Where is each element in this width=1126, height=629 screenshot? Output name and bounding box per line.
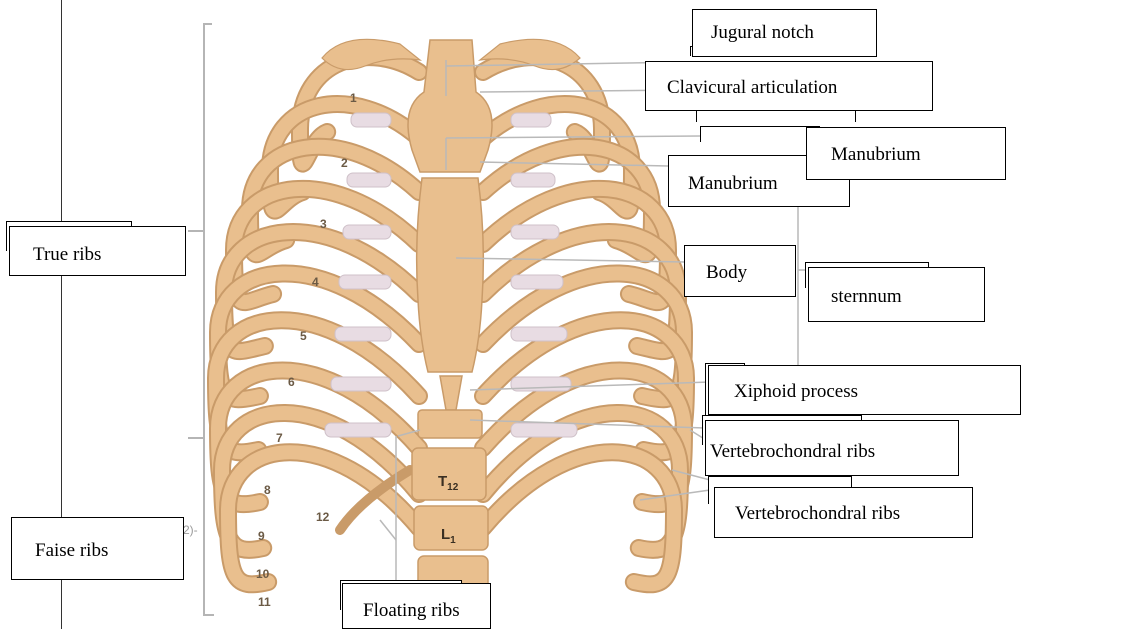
rib-number-7: 7 — [276, 431, 283, 445]
rib-number-10: 10 — [256, 567, 270, 581]
sternum-label: sternnum — [808, 267, 985, 322]
cartilage-segment — [335, 327, 391, 341]
body-label: Body — [684, 245, 796, 297]
cartilage-segment — [511, 113, 551, 127]
vertebral-column — [412, 410, 488, 596]
sternal-body — [417, 178, 484, 372]
cartilage-segment — [347, 173, 391, 187]
xiphoid-bone — [440, 376, 462, 410]
rib-number-4: 4 — [312, 275, 319, 289]
rib-number-8: 8 — [264, 483, 271, 497]
floating-ribs-label: Floating ribs — [342, 583, 491, 629]
sternum-bone — [408, 40, 492, 410]
vertebrochondral-label-b: Vertebrochondral ribs — [714, 487, 973, 538]
cartilage-segment — [511, 327, 567, 341]
manubrium-label-upper: Manubrium — [806, 127, 1006, 180]
rib-number-3: 3 — [320, 217, 327, 231]
cartilage-segment — [343, 225, 391, 239]
cartilage-segment — [325, 423, 391, 437]
cartilage-segment — [511, 225, 559, 239]
cartilage-segment — [511, 173, 555, 187]
cartilage-segment — [331, 377, 391, 391]
rib-number-11: 11 — [258, 595, 271, 609]
jugular-notch-label: Jugural notch — [692, 9, 877, 57]
cartilage-segment — [339, 275, 391, 289]
manubrium-tab — [700, 126, 820, 142]
bracket-marker: 2)- — [183, 523, 198, 537]
true-ribs-label: True ribs — [9, 226, 186, 276]
rib-number-1: 1 — [350, 91, 357, 105]
rib-number-12: 12 — [316, 510, 330, 524]
cartilage-segment — [511, 275, 563, 289]
rib-number-9: 9 — [258, 529, 265, 543]
rib-number-2: 2 — [341, 156, 348, 170]
clavicular-articulation-label: Clavicural articulation — [645, 61, 933, 111]
cartilage-segment — [511, 423, 577, 437]
rib-number-5: 5 — [300, 329, 307, 343]
vertebrochondral-label-a: Vertebrochondral ribs — [705, 420, 959, 476]
xiphoid-process-label: Xiphoid process — [708, 365, 1021, 415]
false-ribs-label: Faise ribs — [11, 517, 184, 580]
left-ribs — [216, 57, 419, 584]
cartilage-segment — [351, 113, 391, 127]
rib-number-6: 6 — [288, 375, 295, 389]
vertebra-upper — [418, 410, 482, 438]
